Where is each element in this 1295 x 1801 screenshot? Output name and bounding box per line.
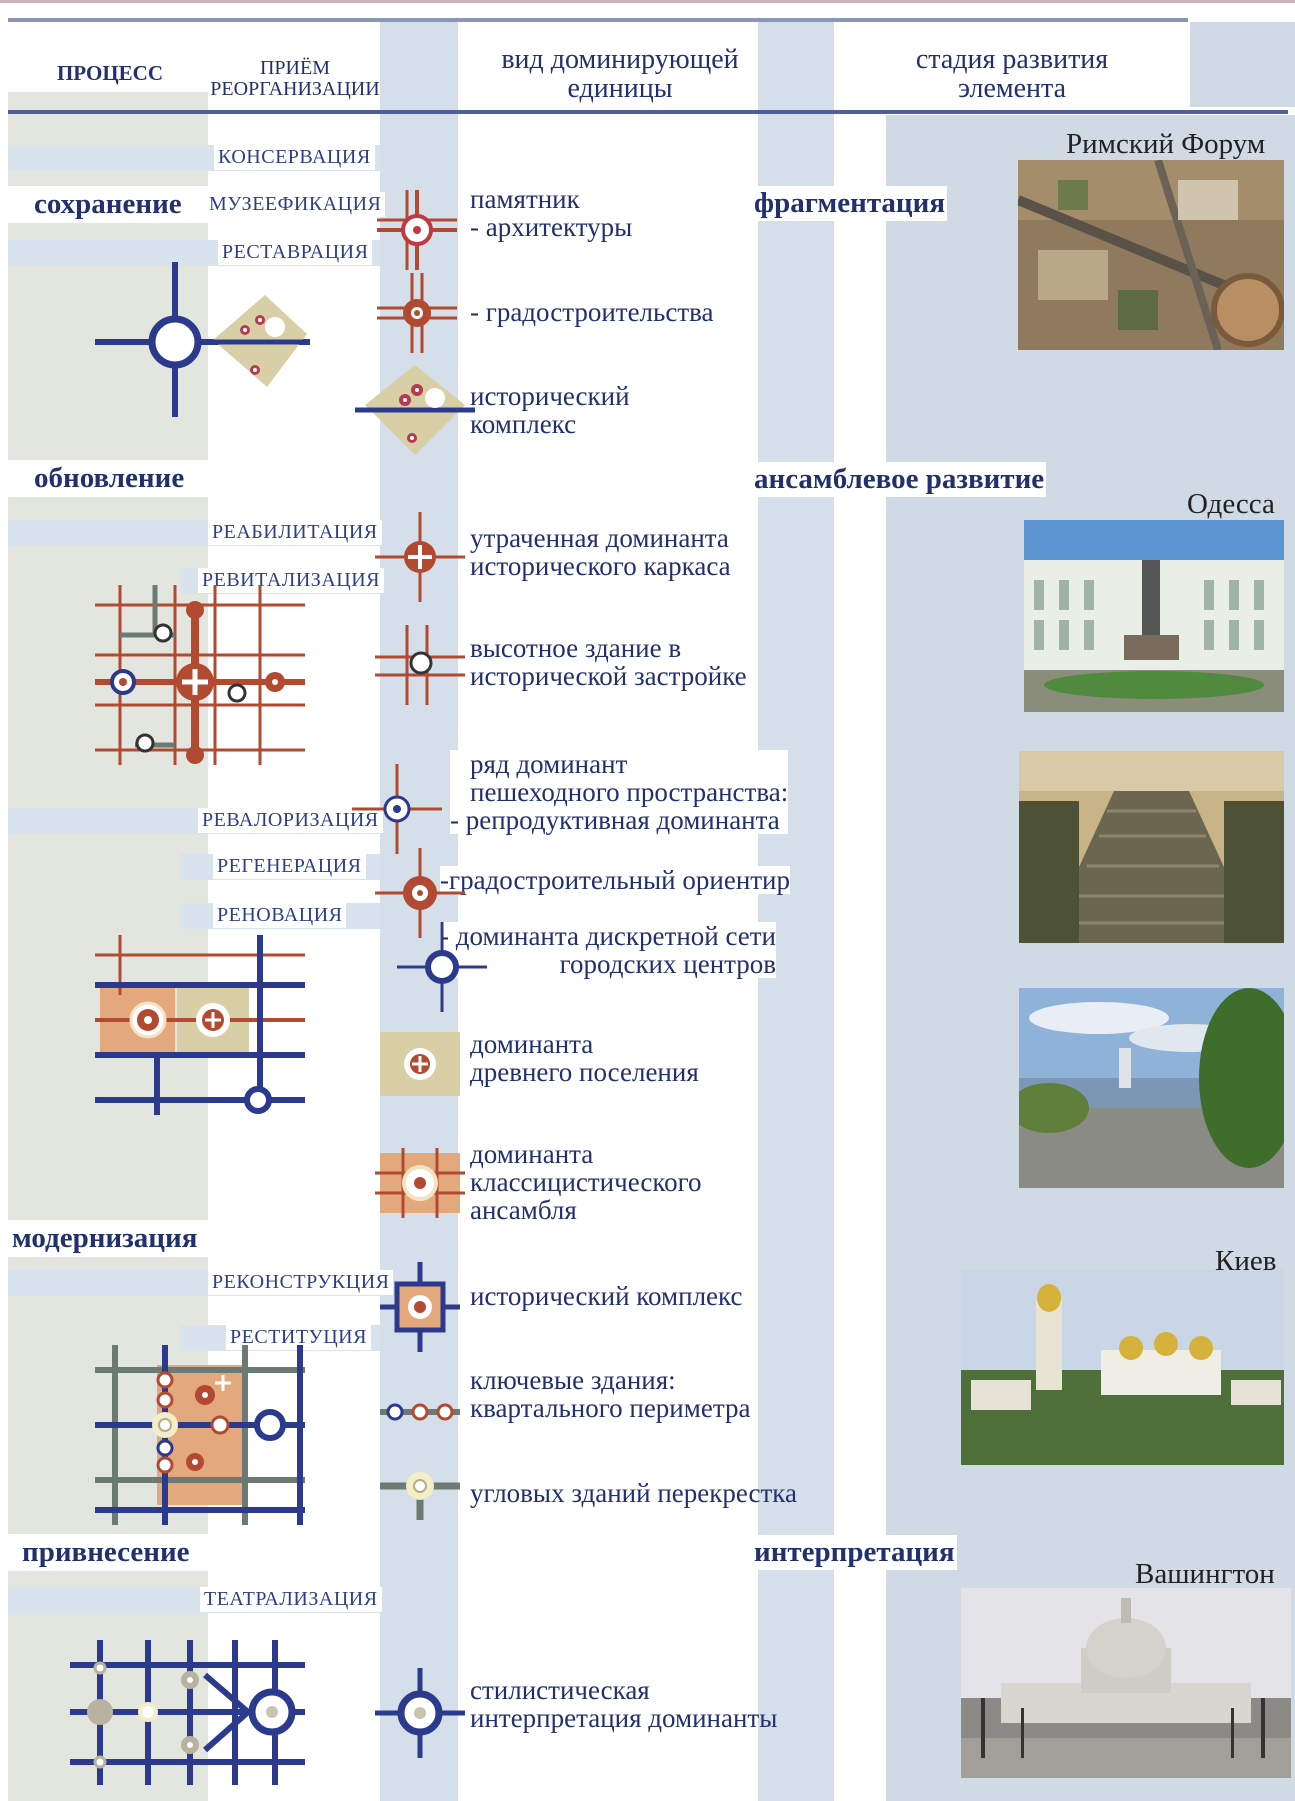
header-right-gray	[1190, 22, 1295, 107]
symbol-highrise	[375, 625, 465, 705]
label-historic-complex-line2: комплекс	[470, 409, 577, 439]
header-top-rule	[8, 18, 1188, 22]
top-rule	[0, 0, 1295, 3]
technique-museification: МУЗЕЕФИКАЦИЯ	[205, 192, 386, 217]
right-gray-panel	[886, 115, 1295, 1801]
label-lost-dominant: утраченная доминанта исторического карка…	[470, 524, 731, 580]
label-discrete-network: - доминанта дискретной сети городских це…	[440, 921, 777, 979]
label-classicist-ensemble: доминанта классицистического ансамбля	[470, 1140, 702, 1224]
label-key-buildings: ключевые здания: квартального периметра	[470, 1366, 750, 1422]
symbol-historic-complex	[355, 365, 475, 455]
stage-interpretation: интерпретация	[752, 1535, 957, 1570]
technique-restoration: РЕСТАВРАЦИЯ	[218, 240, 373, 265]
label-pedestrian-row: ряд доминант пешеходного пространства: -…	[450, 749, 789, 835]
label-classicist-ensemble-line1: доминанта	[470, 1139, 594, 1169]
label-pedestrian-row-line1: ряд доминант	[470, 749, 628, 779]
technique-revitalization: РЕВИТАЛИЗАЦИЯ	[198, 568, 384, 593]
technique-theatralization: ТЕАТРАЛИЗАЦИЯ	[200, 1587, 382, 1612]
process-introduction: привнесение	[8, 1534, 230, 1571]
photo-potemkin-stairs	[1019, 751, 1284, 943]
header-dominant: вид доминирующей единицы	[460, 45, 780, 104]
label-pedestrian-row-line3: - репродуктивная доминанта	[450, 805, 780, 835]
label-historic-complex-2: исторический комплекс	[470, 1281, 743, 1311]
label-stylistic-interpretation-line2: интерпретация доминанты	[470, 1703, 778, 1733]
process-modernization: модернизация	[8, 1220, 220, 1257]
header-technique: ПРИЁМ РЕОРГАНИЗАЦИИ	[205, 58, 385, 100]
label-highrise-line2: исторической застройке	[470, 661, 747, 691]
label-corner-buildings: угловых зданий перекрестка	[470, 1478, 797, 1508]
header-bottom-rule	[8, 110, 1288, 114]
label-stylistic-interpretation: стилистическая интерпретация доминанты	[470, 1676, 777, 1732]
header-dominant-line2: единицы	[567, 73, 673, 105]
label-highrise-line1: высотное здание в	[470, 633, 682, 663]
label-urban-landmark: -градостроительный ориентир	[440, 865, 791, 895]
diagram-preservation	[95, 262, 310, 417]
label-classicist-ensemble-line2: классицистического	[470, 1167, 702, 1197]
symbol-historic-complex-2	[380, 1262, 460, 1352]
label-key-buildings-line1: ключевые здания:	[470, 1365, 676, 1395]
header-technique-line1: ПРИЁМ	[259, 57, 330, 79]
symbol-corner-buildings	[380, 1472, 460, 1520]
technique-regeneration: РЕГЕНЕРАЦИЯ	[213, 854, 366, 879]
header-process: ПРОЦЕСС	[56, 61, 164, 85]
label-monument-line1: памятник	[470, 184, 580, 214]
label-ancient-settlement-line2: древнего поселения	[470, 1057, 699, 1087]
symbol-reproductive-dominant	[352, 764, 442, 854]
technique-restitution: РЕСТИТУЦИЯ	[226, 1325, 371, 1350]
label-discrete-network-line2: городских центров	[559, 949, 777, 979]
diagram-introduction	[70, 1640, 305, 1785]
symbol-lost-dominant	[375, 512, 465, 602]
symbol-architecture-monument	[377, 190, 457, 270]
symbol-ancient-settlement	[380, 1032, 460, 1096]
technique-renovation: РЕНОВАЦИЯ	[213, 903, 347, 928]
label-lost-dominant-line1: утраченная доминанта	[470, 523, 729, 553]
label-highrise: высотное здание в исторической застройке	[470, 634, 747, 690]
city-odessa: Одесса	[1187, 488, 1275, 520]
photo-roman-forum	[1018, 160, 1284, 350]
photo-washington-capitol	[961, 1588, 1291, 1778]
stage-column-band	[758, 22, 834, 1801]
technique-rehabilitation: РЕАБИЛИТАЦИЯ	[208, 520, 382, 545]
label-urban-planning: - градостроительства	[470, 297, 714, 327]
label-monument-line2: - архитектуры	[470, 212, 633, 242]
label-monument: памятник - архитектуры	[470, 185, 632, 241]
label-key-buildings-line2: квартального периметра	[470, 1393, 751, 1423]
city-washington: Вашингтон	[1135, 1558, 1275, 1590]
diagram-renewal	[95, 585, 305, 765]
label-stylistic-interpretation-line1: стилистическая	[470, 1675, 650, 1705]
technique-revalorization: РЕВАЛОРИЗАЦИЯ	[198, 808, 383, 833]
label-ancient-settlement-line1: доминанта	[470, 1029, 594, 1059]
label-pedestrian-row-line2: пешеходного пространства:	[470, 777, 789, 807]
label-historic-complex-line1: исторический	[470, 381, 630, 411]
header-stage: стадия развития элемента	[834, 45, 1190, 107]
symbol-urban-landmark	[375, 848, 465, 938]
stage-ensemble-development: ансамблевое развитие	[752, 462, 1047, 497]
symbol-discrete-network	[397, 922, 487, 1012]
label-ancient-settlement: доминанта древнего поселения	[470, 1030, 699, 1086]
photo-odessa-monument	[1024, 520, 1284, 712]
photo-kiev-lavra	[961, 1270, 1284, 1465]
header-dominant-line1: вид доминирующей	[501, 44, 739, 75]
symbol-stylistic-interpretation	[375, 1668, 465, 1758]
process-renewal: обновление	[8, 460, 212, 497]
technique-reconstruction: РЕКОНСТРУКЦИЯ	[208, 1270, 394, 1295]
city-roman-forum: Римский Форум	[1066, 128, 1266, 160]
photo-odessa-view	[1019, 988, 1284, 1188]
stage-fragmentation: фрагментация	[752, 186, 948, 221]
header-stage-line1: стадия развития	[915, 44, 1109, 75]
label-discrete-network-line1: - доминанта дискретной сети	[440, 921, 777, 951]
diagram-renovation	[95, 935, 305, 1115]
label-lost-dominant-line2: исторического каркаса	[470, 551, 731, 581]
symbol-perimeter-buildings	[380, 1403, 460, 1421]
label-historic-complex: исторический комплекс	[470, 382, 630, 438]
label-classicist-ensemble-line3: ансамбля	[470, 1195, 577, 1225]
header-technique-line2: РЕОРГАНИЗАЦИИ	[210, 78, 380, 100]
technique-conservation: КОНСЕРВАЦИЯ	[214, 145, 375, 170]
symbol-classicist-ensemble	[375, 1148, 465, 1218]
symbol-urban-planning	[377, 273, 457, 353]
process-preservation: сохранение	[8, 186, 212, 223]
diagram-modernization	[95, 1345, 305, 1525]
header-stage-line2: элемента	[957, 73, 1067, 105]
